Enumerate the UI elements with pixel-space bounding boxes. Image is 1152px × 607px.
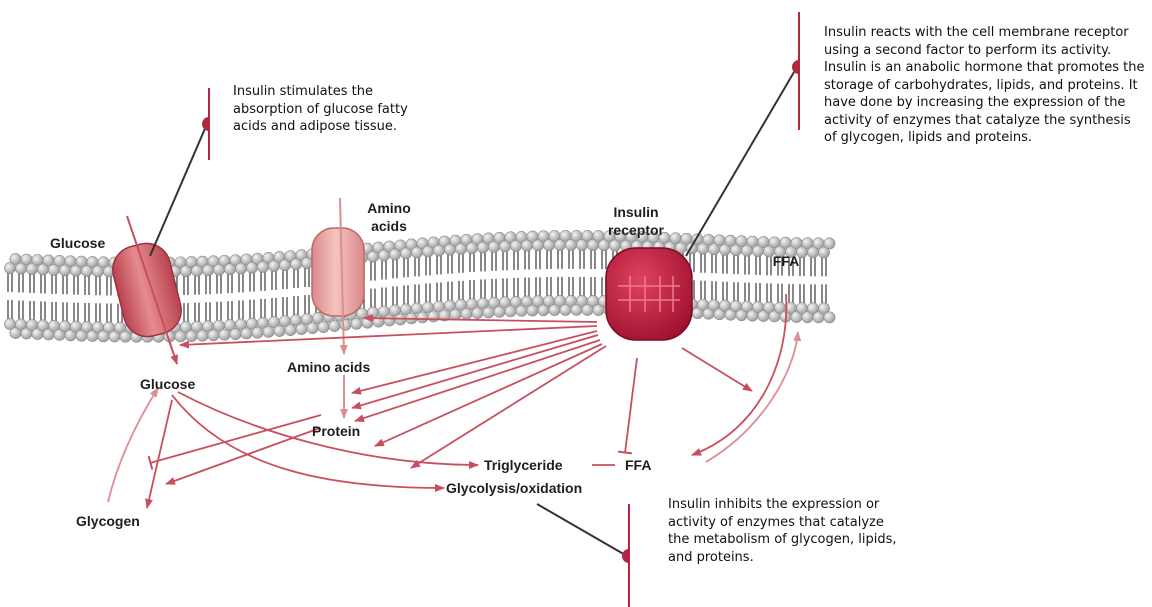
pathway-label-ffa: FFA [625,457,651,473]
lipid-head [340,319,351,330]
membrane-label-amino-2: acids [371,218,407,234]
callout-reacts [686,12,799,256]
annotation-insulin-reacts: Insulin reacts with the cell membrane re… [824,24,1146,147]
lipid-head [450,309,461,320]
lipid-head [472,307,483,318]
pathway-label-triglyceride: Triglyceride [484,457,563,473]
lipid-head [351,318,362,329]
lipid-head [307,323,318,334]
callout-stimulates [150,88,209,256]
lipid-head [824,238,835,249]
lipid-head [384,315,395,326]
lipid-head [263,326,274,337]
membrane-label-amino-1: Amino [367,200,411,216]
lipid-head [230,329,241,340]
annotation-insulin-stimulates: Insulin stimulates the absorption of glu… [233,83,423,136]
lipid-head [329,320,340,331]
amino-acid-transporter [312,228,364,316]
lipid-head [318,321,329,332]
pathway-label-protein: Protein [312,423,360,439]
pathway-label-glycolysis: Glycolysis/oxidation [446,480,582,496]
membrane-label-glucose: Glucose [50,235,105,251]
pathway-label-amino-acids: Amino acids [287,359,370,375]
lipid-head [274,325,285,336]
membrane-label-receptor-2: receptor [608,222,665,238]
lipid-head [461,308,472,319]
membrane-label-ffa: FFA [773,253,799,269]
callout-inhibits [537,504,629,607]
lipid-head [252,327,263,338]
lipid-head [428,311,439,322]
signal-arrows [180,318,752,468]
annotation-insulin-inhibits: Insulin inhibits the expression or activ… [668,496,908,566]
lipid-head [417,312,428,323]
lipid-head [285,324,296,335]
membrane-label-receptor-1: Insulin [613,204,658,220]
pathway-label-glycogen: Glycogen [76,513,140,529]
lipid-head [296,324,307,335]
insulin-receptor [606,248,692,340]
lipid-head [241,328,252,339]
pathway-label-glucose: Glucose [140,376,195,392]
lipid-head [824,312,835,323]
